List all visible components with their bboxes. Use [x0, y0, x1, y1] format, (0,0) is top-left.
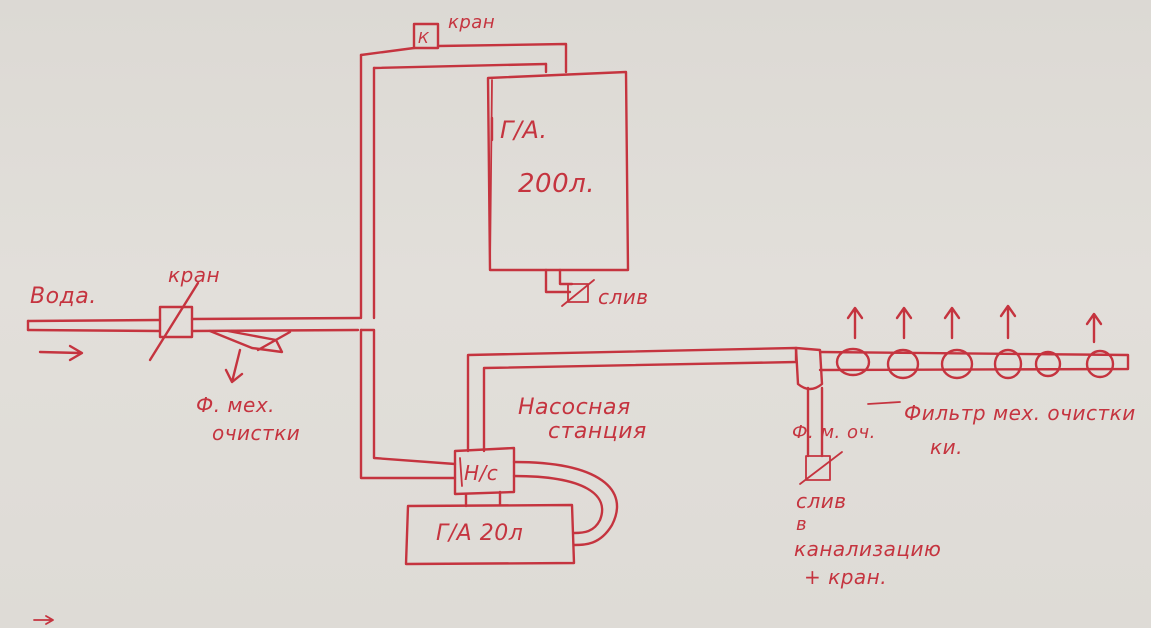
- boiler-tank: [486, 70, 630, 272]
- outlets: [835, 347, 1115, 380]
- outlet-3: [940, 348, 974, 380]
- outlet-6: [1085, 349, 1115, 379]
- up-arrow-icon: [943, 306, 961, 340]
- accumulator-label: Г/А 20л: [436, 521, 523, 546]
- coarse-filter-label-1: Ф. мех.: [196, 393, 275, 417]
- outlet-1: [835, 347, 871, 377]
- outlet-4: [993, 348, 1023, 380]
- boiler-feed-pipe: [436, 42, 568, 74]
- coarse-filter-label-2: очистки: [212, 421, 300, 445]
- boiler-drain-label: слив: [598, 285, 649, 309]
- top-valve-label: кран: [448, 12, 495, 33]
- inlet-valve-icon: [148, 281, 200, 362]
- outlet-2: [886, 348, 920, 380]
- sewer-drain-label-3: канализацию: [794, 537, 941, 561]
- water-label: Вода.: [30, 284, 97, 309]
- sewer-drain-label-4: + кран.: [804, 565, 887, 589]
- accumulator-loop-outer: [512, 460, 619, 547]
- sewer-drain-label-1: слив: [796, 489, 847, 513]
- outlet-5: [1034, 350, 1062, 378]
- pump-station-box: [453, 446, 516, 496]
- boiler-drain-icon: [544, 268, 595, 307]
- accumulator-loop-inner: [512, 474, 604, 535]
- up-arrow-icon: [895, 306, 913, 340]
- sewer-drain-icon: [799, 386, 843, 485]
- filter-leader-line: [867, 401, 901, 405]
- top-valve-mark: К: [418, 29, 430, 47]
- flow-arrow-icon: [38, 344, 84, 362]
- accumulator-tank: [404, 503, 576, 566]
- flow-arrow-small-icon: [33, 615, 54, 625]
- up-arrow-icon: [999, 304, 1017, 340]
- pump-mark: Н/с: [464, 461, 498, 485]
- riser-pipe: [359, 46, 548, 480]
- boiler-volume: 200л.: [518, 169, 595, 199]
- sewer-drain-label-2: в: [796, 514, 807, 535]
- fine-filter-label-1: Фильтр мех. очистки: [904, 401, 1136, 425]
- top-valve-icon: [412, 22, 440, 50]
- inlet-pipe: [26, 316, 362, 333]
- fine-filter-label-2: ки.: [930, 435, 963, 459]
- up-arrow-icon: [1085, 312, 1103, 344]
- pump-station-label-2: станция: [548, 419, 647, 444]
- pump-station-label-1: Насосная: [518, 395, 631, 420]
- filter-mark-label: Ф. м. оч.: [792, 422, 876, 443]
- boiler-name: Г/А.: [500, 116, 548, 144]
- fine-filter-icon: [794, 346, 824, 391]
- manifold-pipe: [818, 350, 1130, 372]
- accumulator-link: [464, 490, 502, 508]
- up-arrow-icon: [846, 306, 864, 340]
- coarse-filter-icon: [208, 329, 292, 384]
- outlet-arrows: [846, 304, 1103, 344]
- inlet-valve-label: кран: [168, 263, 220, 287]
